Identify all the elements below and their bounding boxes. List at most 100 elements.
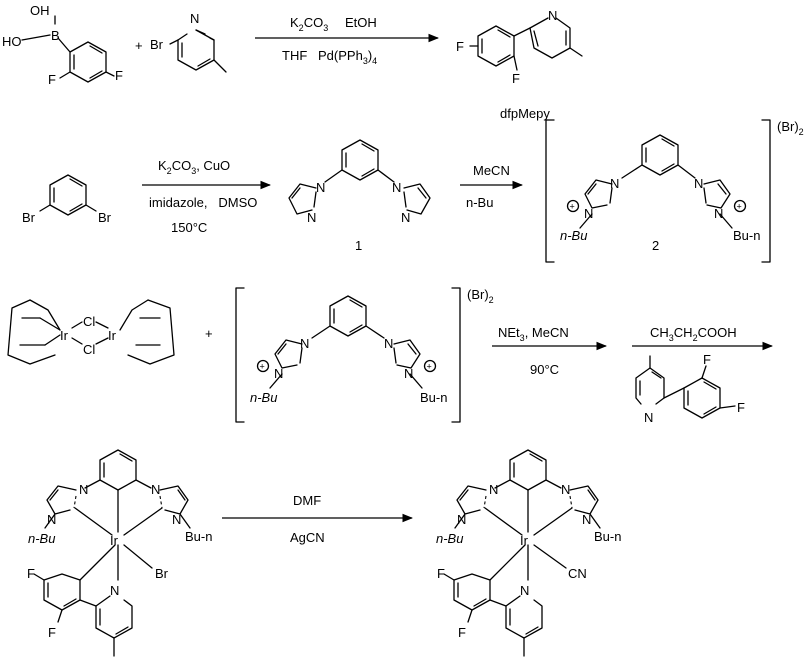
reagent-etoh: EtOH	[345, 15, 377, 30]
atom-n: N	[47, 512, 56, 527]
counterion-bromide: (Br)2	[467, 287, 494, 305]
atom-n: N	[392, 180, 401, 195]
reagents-imidazole-dmso: imidazole, DMSO	[149, 195, 257, 210]
product-label-2: 2	[652, 238, 659, 253]
n-butyl-label: n-Bu	[250, 390, 277, 405]
bis-imidazolium-salt-reagent: N N N N + + n-Bu Bu-n (Br)2	[235, 287, 494, 423]
atom-n: N	[714, 206, 723, 221]
atom-n: N	[584, 206, 593, 221]
reagent-dmf: DMF	[293, 493, 321, 508]
atom-f: F	[703, 352, 711, 367]
n-butyl-label: Bu-n	[185, 529, 212, 544]
charge-sign: +	[570, 202, 575, 212]
reaction-arrow-3: MeCN n-Bu	[460, 163, 524, 210]
atom-n: N	[548, 8, 557, 23]
counterion-bromide: (Br)2	[777, 119, 804, 137]
dibromobenzene: Br Br	[22, 174, 112, 225]
n-butyl-label: n-Bu	[560, 228, 587, 243]
atom-ho: HO	[2, 34, 22, 49]
n-butyl-label: Bu-n	[733, 228, 760, 243]
atom-f: F	[737, 400, 745, 415]
atom-n: N	[694, 176, 703, 191]
atom-f: F	[512, 71, 520, 86]
n-butyl-label: n-Bu	[28, 531, 55, 546]
atom-ir: Ir	[520, 533, 529, 548]
reaction-arrow-1: K2CO3 EtOH THF Pd(PPh3)4	[255, 15, 440, 66]
reagent-mecn: MeCN	[473, 163, 510, 178]
reagent-n-butyl: n-Bu	[466, 195, 493, 210]
atom-cl: Cl	[83, 342, 95, 357]
n-butyl-label: n-Bu	[436, 531, 463, 546]
atom-f: F	[456, 39, 464, 54]
reagent-k2co3: K2CO3	[290, 15, 328, 33]
product-label-dfpmepy: dfpMepy	[500, 106, 550, 121]
reaction-temperature: 90°C	[530, 362, 559, 377]
reagent-propionic-acid: CH3CH2COOH	[650, 325, 737, 343]
atom-b: B	[51, 28, 60, 43]
reagents-k2co3-cuo: K2CO3, CuO	[158, 158, 230, 176]
atom-f: F	[48, 625, 56, 640]
atom-f: F	[48, 72, 56, 87]
atom-n: N	[610, 176, 619, 191]
atom-cl: Cl	[83, 314, 95, 329]
dfpmepy-ligand-reagent: N F F	[635, 352, 745, 425]
positive-charge	[733, 199, 747, 213]
dfpmepy-ligand: N F F dfpMepy	[456, 8, 583, 121]
atom-n: N	[307, 210, 316, 225]
positive-charge	[423, 359, 437, 373]
atom-f: F	[437, 566, 445, 581]
reaction-arrow-2: K2CO3, CuO imidazole, DMSO 150°C	[142, 158, 272, 235]
positive-charge	[256, 359, 270, 373]
atom-n: N	[110, 583, 119, 598]
reagent-thf: THF	[282, 48, 307, 63]
atom-ir: Ir	[110, 533, 119, 548]
atom-f: F	[27, 566, 35, 581]
atom-br: Br	[155, 566, 169, 581]
atom-n: N	[316, 180, 325, 195]
n-butyl-label: Bu-n	[594, 529, 621, 544]
reagent-agcn: AgCN	[290, 530, 325, 545]
atom-n: N	[274, 366, 283, 381]
atom-n: N	[190, 11, 199, 26]
product-label-1: 1	[355, 238, 362, 253]
atom-n: N	[644, 410, 653, 425]
iridium-cyanide-complex: N N N N Ir N CN F F n-Bu Bu-n	[436, 449, 621, 657]
n-butyl-label: Bu-n	[420, 390, 447, 405]
atom-n: N	[404, 366, 413, 381]
difluorophenylboronic-acid: OH B HO F F	[2, 3, 123, 87]
plus-sign: +	[135, 38, 143, 53]
cyanide-ligand: CN	[568, 566, 587, 581]
atom-n: N	[79, 482, 88, 497]
atom-ir: Ir	[108, 328, 117, 343]
atom-n: N	[582, 512, 591, 527]
atom-n: N	[401, 210, 410, 225]
iridium-bromide-complex: N N N N Ir N Br F F n-Bu Bu-n	[27, 449, 212, 657]
reagent-pd-catalyst: Pd(PPh3)4	[318, 48, 377, 66]
bromo-methylpyridine: N Br	[150, 11, 227, 73]
atom-n: N	[172, 512, 181, 527]
atom-br: Br	[150, 37, 164, 52]
reaction-arrow-4: NEt3, MeCN 90°C	[492, 325, 608, 377]
atom-n: N	[489, 482, 498, 497]
iridium-cod-chloride-dimer: Ir Ir Cl Cl	[7, 299, 175, 365]
charge-sign: +	[260, 362, 265, 372]
atom-ir: Ir	[60, 328, 69, 343]
atom-oh: OH	[30, 3, 50, 18]
atom-n: N	[520, 583, 529, 598]
compound-2-bis-imidazolium-salt: N N N N + + n-Bu Bu-n 2 (Br)2	[545, 119, 804, 263]
reaction-arrow-6: DMF AgCN	[222, 493, 414, 545]
atom-br: Br	[98, 210, 112, 225]
charge-sign: +	[737, 202, 742, 212]
plus-sign: +	[205, 326, 213, 341]
atom-n: N	[457, 512, 466, 527]
compound-1-bis-imidazolylbenzene: N N N N 1	[288, 139, 431, 253]
atom-br: Br	[22, 210, 36, 225]
atom-f: F	[458, 625, 466, 640]
atom-n: N	[151, 482, 160, 497]
positive-charge	[566, 199, 580, 213]
atom-f: F	[115, 68, 123, 83]
reaction-arrow-5: CH3CH2COOH	[632, 325, 774, 351]
reagents-net3-mecn: NEt3, MeCN	[498, 325, 569, 343]
atom-n: N	[384, 336, 393, 351]
